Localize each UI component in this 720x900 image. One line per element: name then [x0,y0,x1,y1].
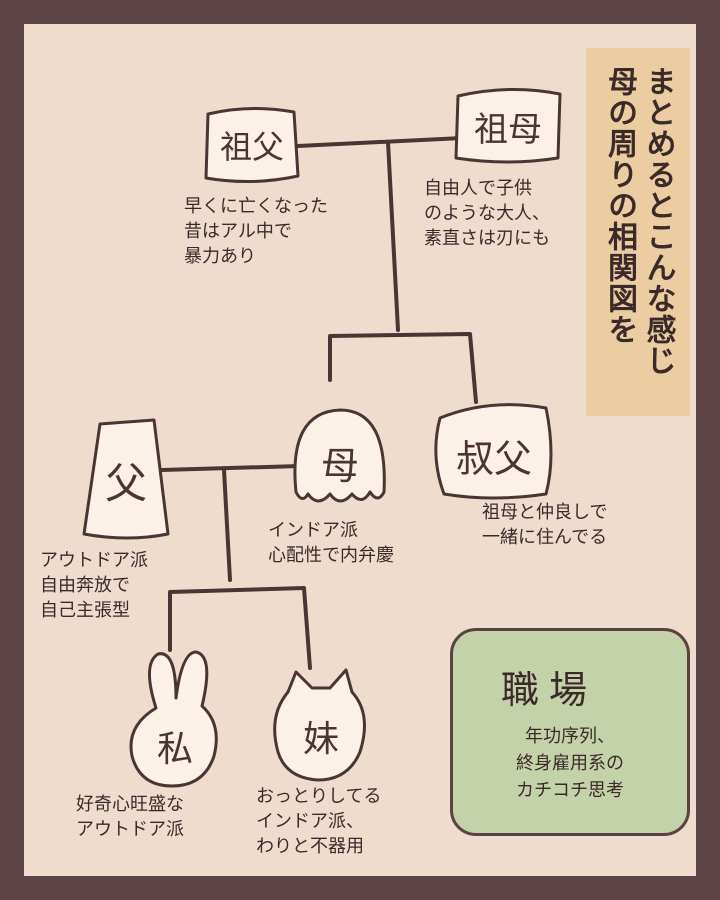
kids-bracket [168,586,312,670]
father-label: 父 [104,458,147,508]
workplace-box: 職場 年功序列、 終身雇用系の カチコチ思考 [450,628,690,836]
workplace-note-line-3: カチコチ思考 [516,780,624,801]
me-node-shape [129,650,218,788]
uncle-label: 叔父 [455,436,532,481]
parents-link [160,464,302,472]
title-line-2: まとめるとこんな感じ [640,66,676,376]
uncle-node-shape [434,403,553,500]
me-note: 好奇心旺盛な アウトドア派 [76,794,184,840]
mother-node-shape [293,408,386,503]
sister-node-shape [273,668,366,782]
title-line-1: 母の周りの相関図を [602,66,637,345]
me-label: 私 [156,729,193,770]
grandfather-label: 祖父 [219,128,284,166]
mother-label: 母 [320,443,359,488]
mother-note: インドア派 心配性で内弁慶 [268,520,394,566]
workplace-title: 職場 [501,668,598,712]
grandmother-node-shape [454,87,562,164]
father-node-shape [82,418,170,540]
sister-label: 妹 [302,719,339,760]
father-note: アウトドア派 自由奔放で 自己主張型 [40,550,148,621]
sister-note: おっとりしてる インドア派、 わりと不器用 [256,786,382,857]
title-box: 母の周りの相関図を まとめるとこんな感じ [586,48,690,416]
children-bracket [328,332,478,404]
grandparents-stem [386,140,400,332]
uncle-note: 祖母と仲良しで 一緒に住んでる [482,502,608,548]
workplace-note-line-2: 終身雇用系の [516,753,624,774]
grandfather-node-shape [204,106,300,184]
grandparents-link [296,136,464,148]
grandmother-label: 祖母 [474,109,542,150]
parents-stem [222,468,232,582]
workplace-note-line-1: 年功序列、 [525,726,615,747]
grandmother-note: 自由人で子供 のような大人、 素直さは刃にも [424,178,550,249]
grandfather-note: 早くに亡くなった 昔はアル中で 暴力あり [184,196,328,267]
